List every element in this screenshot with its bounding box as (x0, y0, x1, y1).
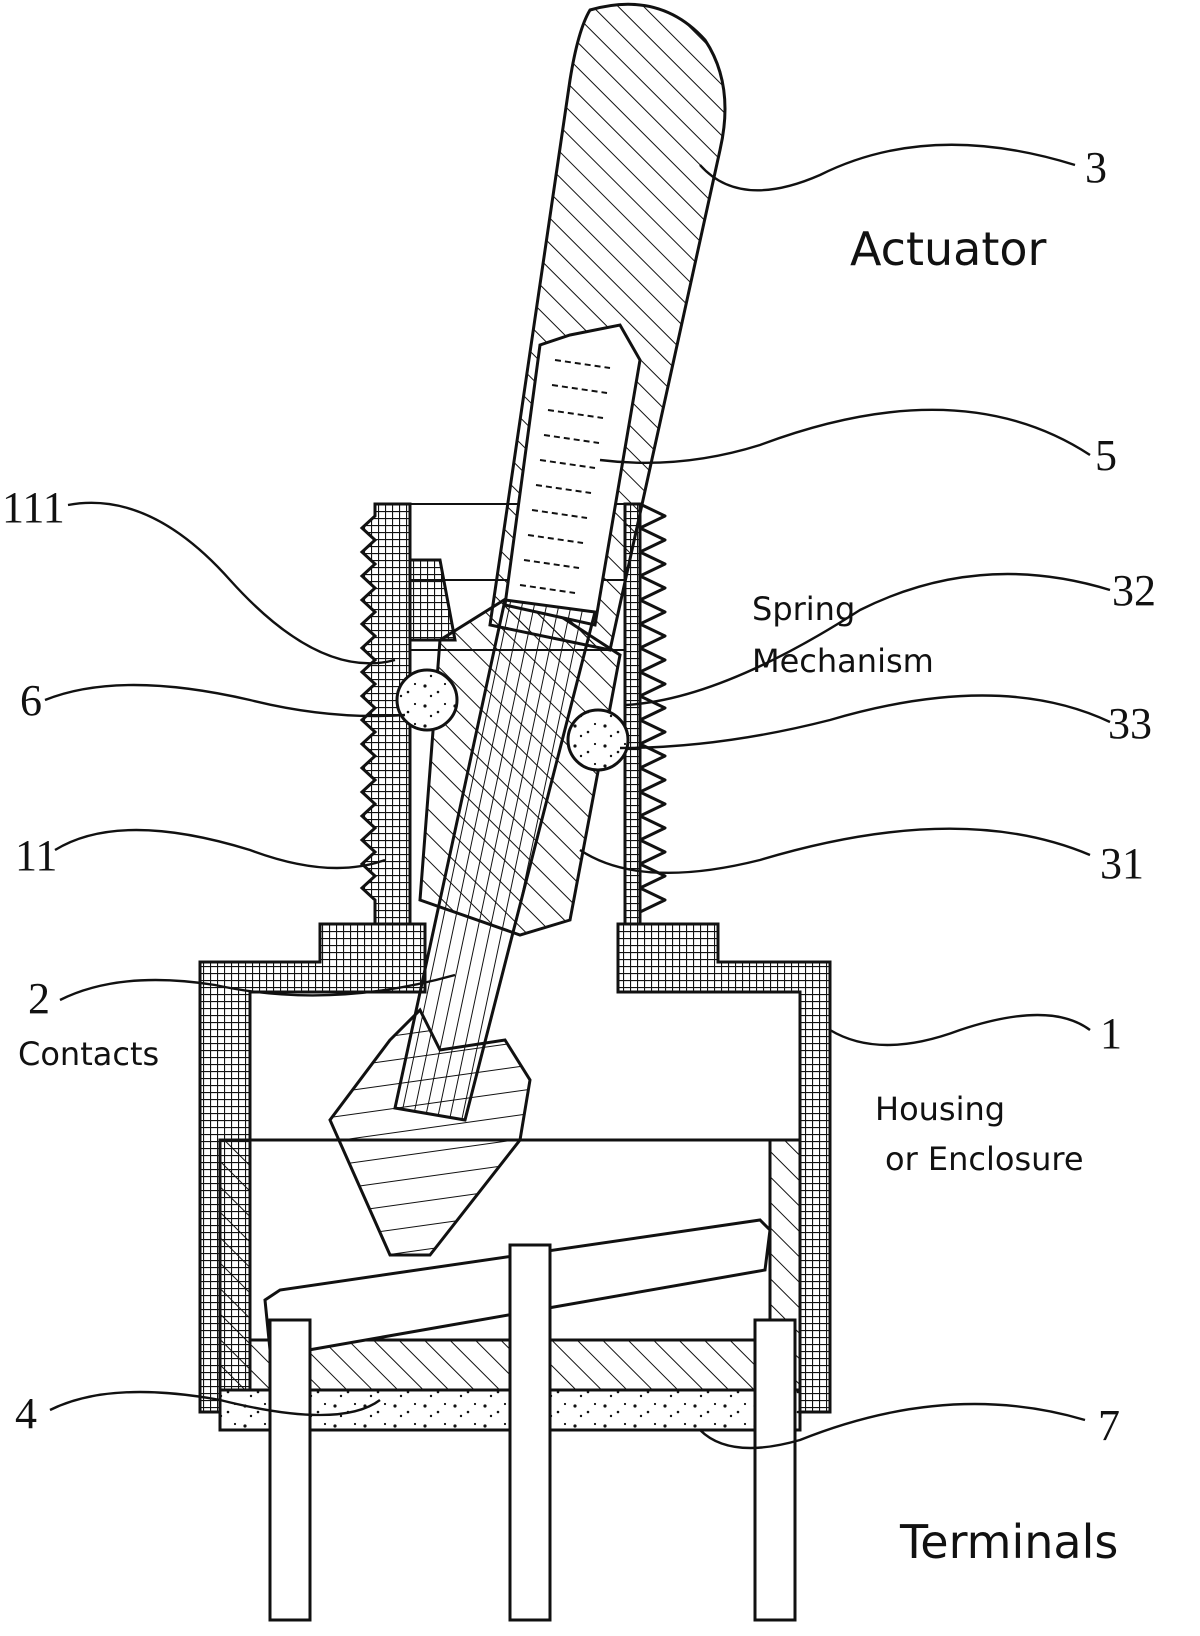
leader-33 (619, 694, 1111, 750)
label-terminals: Terminals (899, 1515, 1118, 1569)
leader-2 (59, 973, 456, 1002)
terminal-right (753, 1318, 797, 1622)
terminals (268, 1243, 797, 1622)
reference-numerals: 3 5 32 33 31 1 7 111 6 11 2 4 (2, 143, 1156, 1450)
ref-3: 3 (1085, 143, 1107, 192)
ref-31: 31 (1100, 839, 1144, 888)
ref-2: 2 (28, 974, 50, 1023)
leader-4 (49, 1390, 381, 1417)
bushing-left-thread (359, 502, 412, 926)
annotations: Actuator Spring Mechanism Contacts Housi… (18, 222, 1118, 1569)
ref-5: 5 (1095, 431, 1117, 480)
ref-6: 6 (20, 676, 42, 725)
ref-7: 7 (1098, 1401, 1120, 1450)
leader-6 (44, 683, 406, 718)
leader-31 (579, 827, 1091, 875)
moving-contact-head (328, 1007, 532, 1257)
ref-11: 11 (15, 831, 57, 880)
ref-33: 33 (1108, 699, 1152, 748)
label-housing-line2: or Enclosure (885, 1140, 1084, 1178)
ref-111: 111 (2, 483, 65, 532)
label-actuator: Actuator (850, 222, 1047, 276)
ref-4: 4 (15, 1389, 37, 1438)
label-contacts: Contacts (18, 1035, 159, 1073)
leader-7 (699, 1402, 1086, 1450)
terminal-left (268, 1318, 312, 1622)
bushing-right-thread (638, 502, 667, 914)
label-housing-line1: Housing (875, 1090, 1005, 1128)
leader-3 (699, 143, 1076, 192)
housing-shell-right (616, 922, 832, 1414)
leader-5 (599, 408, 1091, 465)
detent-ball-left (395, 668, 459, 732)
ref-1: 1 (1100, 1009, 1122, 1058)
leader-32 (624, 572, 1111, 707)
spring-cavity (503, 323, 642, 627)
detent-ball-right (566, 708, 630, 772)
terminal-center (508, 1243, 552, 1622)
leader-11 (54, 828, 386, 870)
spring-chamber (503, 323, 642, 627)
leader-lines (44, 143, 1111, 1450)
label-spring-line2: Mechanism (752, 642, 934, 680)
label-spring-line1: Spring (752, 590, 855, 628)
ref-32: 32 (1112, 566, 1156, 615)
leader-111 (67, 501, 396, 665)
leader-1 (829, 1013, 1091, 1047)
bushing-left-cone (408, 558, 457, 642)
